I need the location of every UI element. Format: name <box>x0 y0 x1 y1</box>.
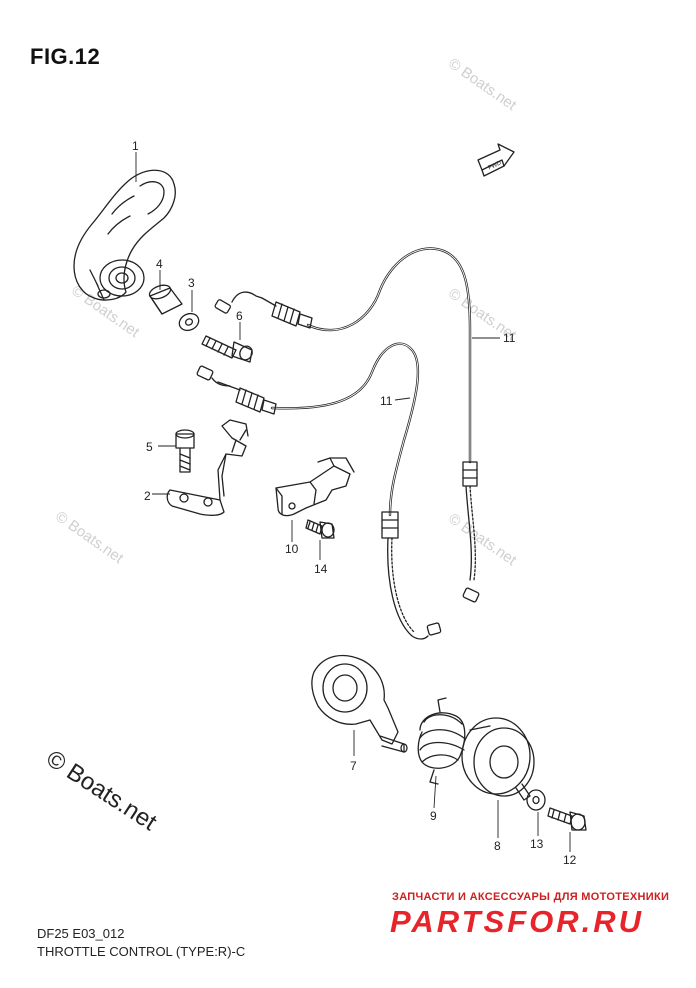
callout-2: 2 <box>144 489 151 503</box>
bracket-bolt-part <box>175 429 195 473</box>
throttle-lever-part <box>73 169 176 301</box>
callout-4: 4 <box>156 257 163 271</box>
leader-line <box>394 397 411 401</box>
callout-10: 10 <box>285 542 299 556</box>
lever-housing-part <box>311 654 408 753</box>
drum-bolt-part <box>547 807 587 831</box>
brand-tagline: ЗАПЧАСТИ И АКСЕССУАРЫ ДЛЯ МОТОТЕХНИКИ <box>392 891 670 903</box>
callout-7: 7 <box>350 759 357 773</box>
figure-subtitle: THROTTLE CONTROL (TYPE:R)-C <box>37 944 246 959</box>
brand-logo: PARTSFOR.RU <box>390 904 645 939</box>
washer-part <box>178 312 200 332</box>
callout-3: 3 <box>188 276 195 290</box>
mount-bracket-part <box>275 457 355 517</box>
callout-5: 5 <box>146 440 153 454</box>
spring-part <box>417 697 466 785</box>
callout-14: 14 <box>314 562 328 576</box>
bolt-part <box>201 335 253 363</box>
figure-code: DF25 E03_012 <box>37 926 125 941</box>
callout-8: 8 <box>494 839 501 853</box>
lower-throttle-cable <box>196 342 442 640</box>
cable-bracket-part <box>166 419 249 516</box>
callout-13: 13 <box>530 837 544 851</box>
small-bolt-part <box>305 519 335 539</box>
drum-part <box>461 717 535 801</box>
fwd-label: FWD <box>487 160 503 171</box>
collar-part <box>148 284 183 315</box>
callout-6: 6 <box>236 309 243 323</box>
forward-arrow-icon <box>477 143 515 177</box>
callout-9: 9 <box>430 809 437 823</box>
callout-11-lower: 11 <box>380 394 393 408</box>
upper-throttle-cable <box>214 247 480 603</box>
callout-12: 12 <box>563 853 577 867</box>
figure-title: FIG.12 <box>30 44 101 69</box>
callout-1: 1 <box>132 139 139 153</box>
leader-line <box>433 775 437 809</box>
drum-washer-part <box>526 789 546 811</box>
callout-11-upper: 11 <box>503 331 516 345</box>
